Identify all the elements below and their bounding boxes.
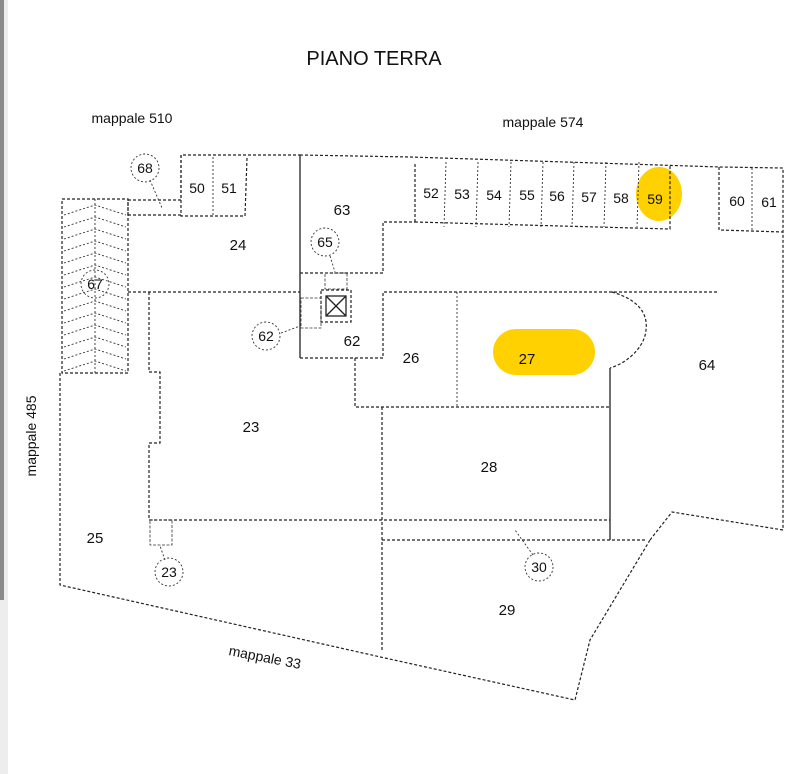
stair-elevator — [149, 272, 352, 546]
callout-67[interactable]: 67 — [80, 269, 110, 299]
callout-circle — [80, 269, 110, 299]
room-62[interactable]: 62 — [344, 333, 361, 350]
ramp-hatch-line — [63, 312, 127, 324]
room-64[interactable]: 64 — [699, 357, 716, 374]
callout-label: 23 — [161, 564, 177, 580]
garage-dividers — [443, 161, 640, 228]
callout-label: 65 — [317, 234, 333, 250]
garage-divider — [636, 161, 640, 228]
room-26[interactable]: 26 — [403, 350, 420, 367]
garage-58[interactable]: 58 — [613, 190, 629, 206]
ramp-hatch-line — [63, 264, 127, 276]
neighbor-south: mappale 33 — [228, 642, 303, 672]
garage-divider — [508, 161, 512, 228]
room-29[interactable]: 29 — [499, 602, 516, 619]
ramp-hatch-line — [63, 300, 127, 312]
garage-54[interactable]: 54 — [486, 187, 502, 203]
room-28[interactable]: 28 — [481, 459, 498, 476]
callout-23[interactable]: 23 — [154, 545, 184, 587]
garage-divider — [475, 161, 479, 228]
garage-53[interactable]: 53 — [454, 186, 470, 202]
callout-circle — [154, 557, 184, 587]
neighbor-north: mappale 574 — [503, 114, 584, 130]
callout-circle — [251, 321, 281, 351]
garage-51[interactable]: 51 — [221, 180, 237, 196]
garage-55[interactable]: 55 — [519, 187, 535, 203]
garage-divider — [443, 161, 447, 228]
ramp-hatch-line — [63, 228, 127, 240]
room-27[interactable]: 27 — [519, 351, 536, 368]
garage-56[interactable]: 56 — [549, 188, 565, 204]
plan-title: PIANO TERRA — [306, 48, 442, 70]
callout-label: 68 — [137, 160, 153, 176]
callout-leader-line — [159, 545, 166, 561]
garage-57[interactable]: 57 — [581, 189, 597, 205]
callout-label: 30 — [531, 559, 547, 575]
garage-61[interactable]: 61 — [761, 194, 777, 210]
callout-label: 67 — [87, 276, 103, 292]
callout-62[interactable]: 62 — [251, 321, 301, 351]
callout-circle — [310, 227, 340, 257]
ramp-hatch-line — [63, 216, 127, 228]
highlight-room-27[interactable] — [493, 329, 595, 375]
ramp-hatch-line — [63, 348, 127, 360]
ramp-hatch-line — [63, 252, 127, 264]
building-walls — [59, 154, 784, 701]
garage-59[interactable]: 59 — [647, 191, 663, 207]
ramp-67 — [61, 198, 129, 374]
callout-leader-line — [329, 255, 336, 273]
ramp-hatch-line — [63, 240, 127, 252]
neighbor-north-west: mappale 510 — [92, 110, 173, 126]
callout-65[interactable]: 65 — [310, 227, 340, 273]
callout-label: 62 — [258, 328, 274, 344]
garage-52[interactable]: 52 — [423, 185, 439, 201]
callout-leader-line — [280, 325, 301, 334]
ramp-hatch-line — [63, 288, 127, 300]
callout-68[interactable]: 68 — [130, 153, 163, 209]
garage-60[interactable]: 60 — [729, 193, 745, 209]
scrollbar-thumb[interactable] — [0, 0, 4, 600]
callout-circle — [524, 552, 554, 582]
callout-circle — [130, 153, 160, 183]
callout-leader-line — [149, 179, 163, 209]
ramp-hatch-line — [63, 336, 127, 348]
room-23[interactable]: 23 — [243, 419, 260, 436]
room-24[interactable]: 24 — [230, 237, 247, 254]
room-25[interactable]: 25 — [87, 530, 104, 547]
callout-30[interactable]: 30 — [514, 529, 554, 582]
scrollbar-track[interactable] — [0, 0, 8, 774]
ramp-hatch-line — [63, 360, 127, 372]
ramp-hatch-line — [63, 324, 127, 336]
ramp-hatch-line — [63, 276, 127, 288]
garage-divider — [571, 161, 575, 228]
garage-divider — [540, 161, 544, 228]
garage-50[interactable]: 50 — [189, 180, 205, 196]
ramp-hatch-line — [63, 204, 127, 216]
callout-leader-line — [514, 529, 534, 556]
garage-divider — [603, 161, 607, 228]
room-63[interactable]: 63 — [334, 202, 351, 219]
neighbor-west: mappale 485 — [23, 395, 39, 476]
